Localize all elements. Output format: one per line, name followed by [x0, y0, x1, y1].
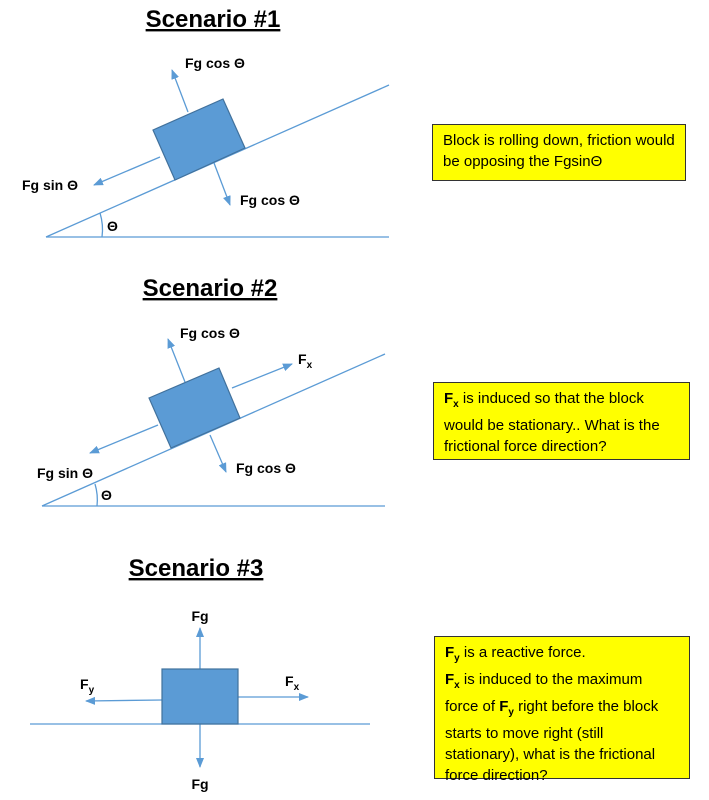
scenario-2: Scenario #2 Fg cos Θ Fx Fg sin Θ Fg cos … — [37, 275, 386, 507]
note-text: is induced so that the block would be st… — [444, 390, 660, 455]
note-text: right before the block starts to move ri… — [445, 698, 659, 784]
parallel-down-arrow — [89, 424, 159, 454]
block — [148, 367, 241, 449]
parallel-down-arrow — [93, 156, 161, 186]
label-angle: Θ — [107, 218, 118, 234]
note-scenario-2: Fx is induced so that the block would be… — [433, 382, 690, 460]
normal-down-arrow — [213, 162, 231, 206]
label-f: F — [285, 673, 294, 689]
label-applied-force: Fx — [298, 351, 313, 371]
label-right: Fx — [285, 673, 300, 693]
label-subscript: x — [294, 682, 300, 693]
note-sub: x — [454, 680, 460, 691]
note-f: F — [499, 698, 509, 715]
label-f: F — [298, 351, 307, 367]
note-f: F — [445, 671, 455, 688]
scenario-1-title: Scenario #1 — [146, 6, 281, 33]
note-scenario-1: Block is rolling down, friction would be… — [432, 124, 686, 181]
label-up: Fg — [191, 608, 208, 624]
label-normal-down: Fg cos Θ — [236, 460, 296, 476]
label-left: Fy — [80, 676, 95, 696]
note-f: F — [444, 390, 454, 407]
block — [152, 98, 246, 181]
scenario-2-title: Scenario #2 — [143, 275, 278, 302]
angle-arc — [94, 483, 98, 507]
note-sub: y — [454, 653, 460, 664]
label-normal-up: Fg cos Θ — [185, 55, 245, 71]
note-text: is a reactive force. — [459, 644, 586, 661]
note-scenario-3: Fy is a reactive force.Fx is induced to … — [434, 636, 690, 784]
applied-force-arrow — [231, 363, 293, 389]
note-f: F — [445, 644, 455, 661]
normal-up-arrow — [167, 338, 186, 383]
block — [161, 668, 239, 725]
label-angle: Θ — [101, 487, 112, 503]
label-parallel-down: Fg sin Θ — [22, 177, 78, 193]
scenario-3: Scenario #3 Fg Fg Fy Fx — [30, 555, 370, 792]
left-arrow — [85, 696, 163, 705]
label-f: F — [80, 676, 89, 692]
angle-arc — [99, 212, 104, 238]
scenario-3-title: Scenario #3 — [129, 555, 264, 582]
note-sub: x — [453, 399, 459, 410]
note-sub: y — [508, 707, 514, 718]
label-subscript: y — [89, 685, 95, 696]
label-subscript: x — [307, 360, 313, 371]
note-text: is induced to the maximum force of — [445, 671, 643, 715]
scenario-1: Scenario #1 Fg cos Θ Fg sin Θ Fg cos Θ Θ — [22, 6, 390, 238]
label-normal-up: Fg cos Θ — [180, 325, 240, 341]
label-down: Fg — [191, 776, 208, 792]
label-parallel-down: Fg sin Θ — [37, 465, 93, 481]
normal-down-arrow — [209, 434, 227, 473]
normal-up-arrow — [171, 69, 189, 113]
label-normal-down: Fg cos Θ — [240, 192, 300, 208]
